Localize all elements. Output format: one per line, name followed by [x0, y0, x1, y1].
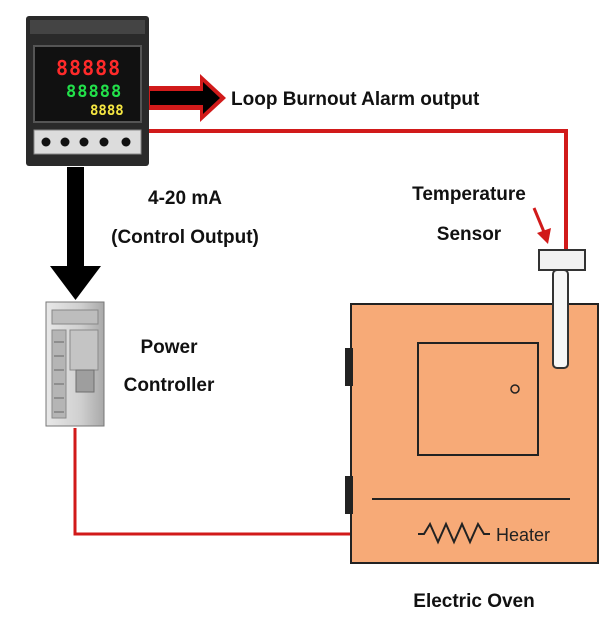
- heater-wire: [73, 428, 418, 536]
- display-row-2: 88888: [66, 82, 122, 102]
- control-output-label-line1: 4-20 mA: [148, 188, 222, 209]
- oven-door: [417, 342, 539, 456]
- temperature-sensor: [538, 249, 586, 369]
- temperature-controller: 88888 88888 8888: [26, 16, 149, 166]
- sensor-label-line2: Sensor: [437, 224, 502, 245]
- power-controller: [45, 301, 105, 427]
- oven-label: Electric Oven: [413, 591, 534, 612]
- oven-door-knob: [510, 384, 520, 394]
- controller-button-4: [99, 137, 109, 147]
- controller-button-1: [41, 137, 51, 147]
- alarm-output-label: Loop Burnout Alarm output: [231, 89, 480, 110]
- power-controller-label-line2: Controller: [124, 375, 215, 396]
- controller-button-3: [79, 137, 89, 147]
- control-output-arrow: [50, 167, 101, 300]
- display-row-1: 88888: [56, 56, 121, 80]
- display-row-3: 8888: [90, 103, 124, 119]
- wiring: [73, 129, 568, 536]
- power-controller-label-line1: Power: [140, 337, 198, 358]
- sensor-pointer-arrow: [532, 207, 551, 244]
- heater-coil: [418, 521, 490, 545]
- heater-label: Heater: [496, 525, 550, 545]
- sensor-label-line1: Temperature: [412, 184, 526, 205]
- controller-button-2: [60, 137, 70, 147]
- controller-button-5: [121, 137, 131, 147]
- alarm-output-arrow: [144, 74, 226, 122]
- control-output-label-line2: (Control Output): [111, 227, 259, 248]
- sensor-wire: [146, 129, 568, 250]
